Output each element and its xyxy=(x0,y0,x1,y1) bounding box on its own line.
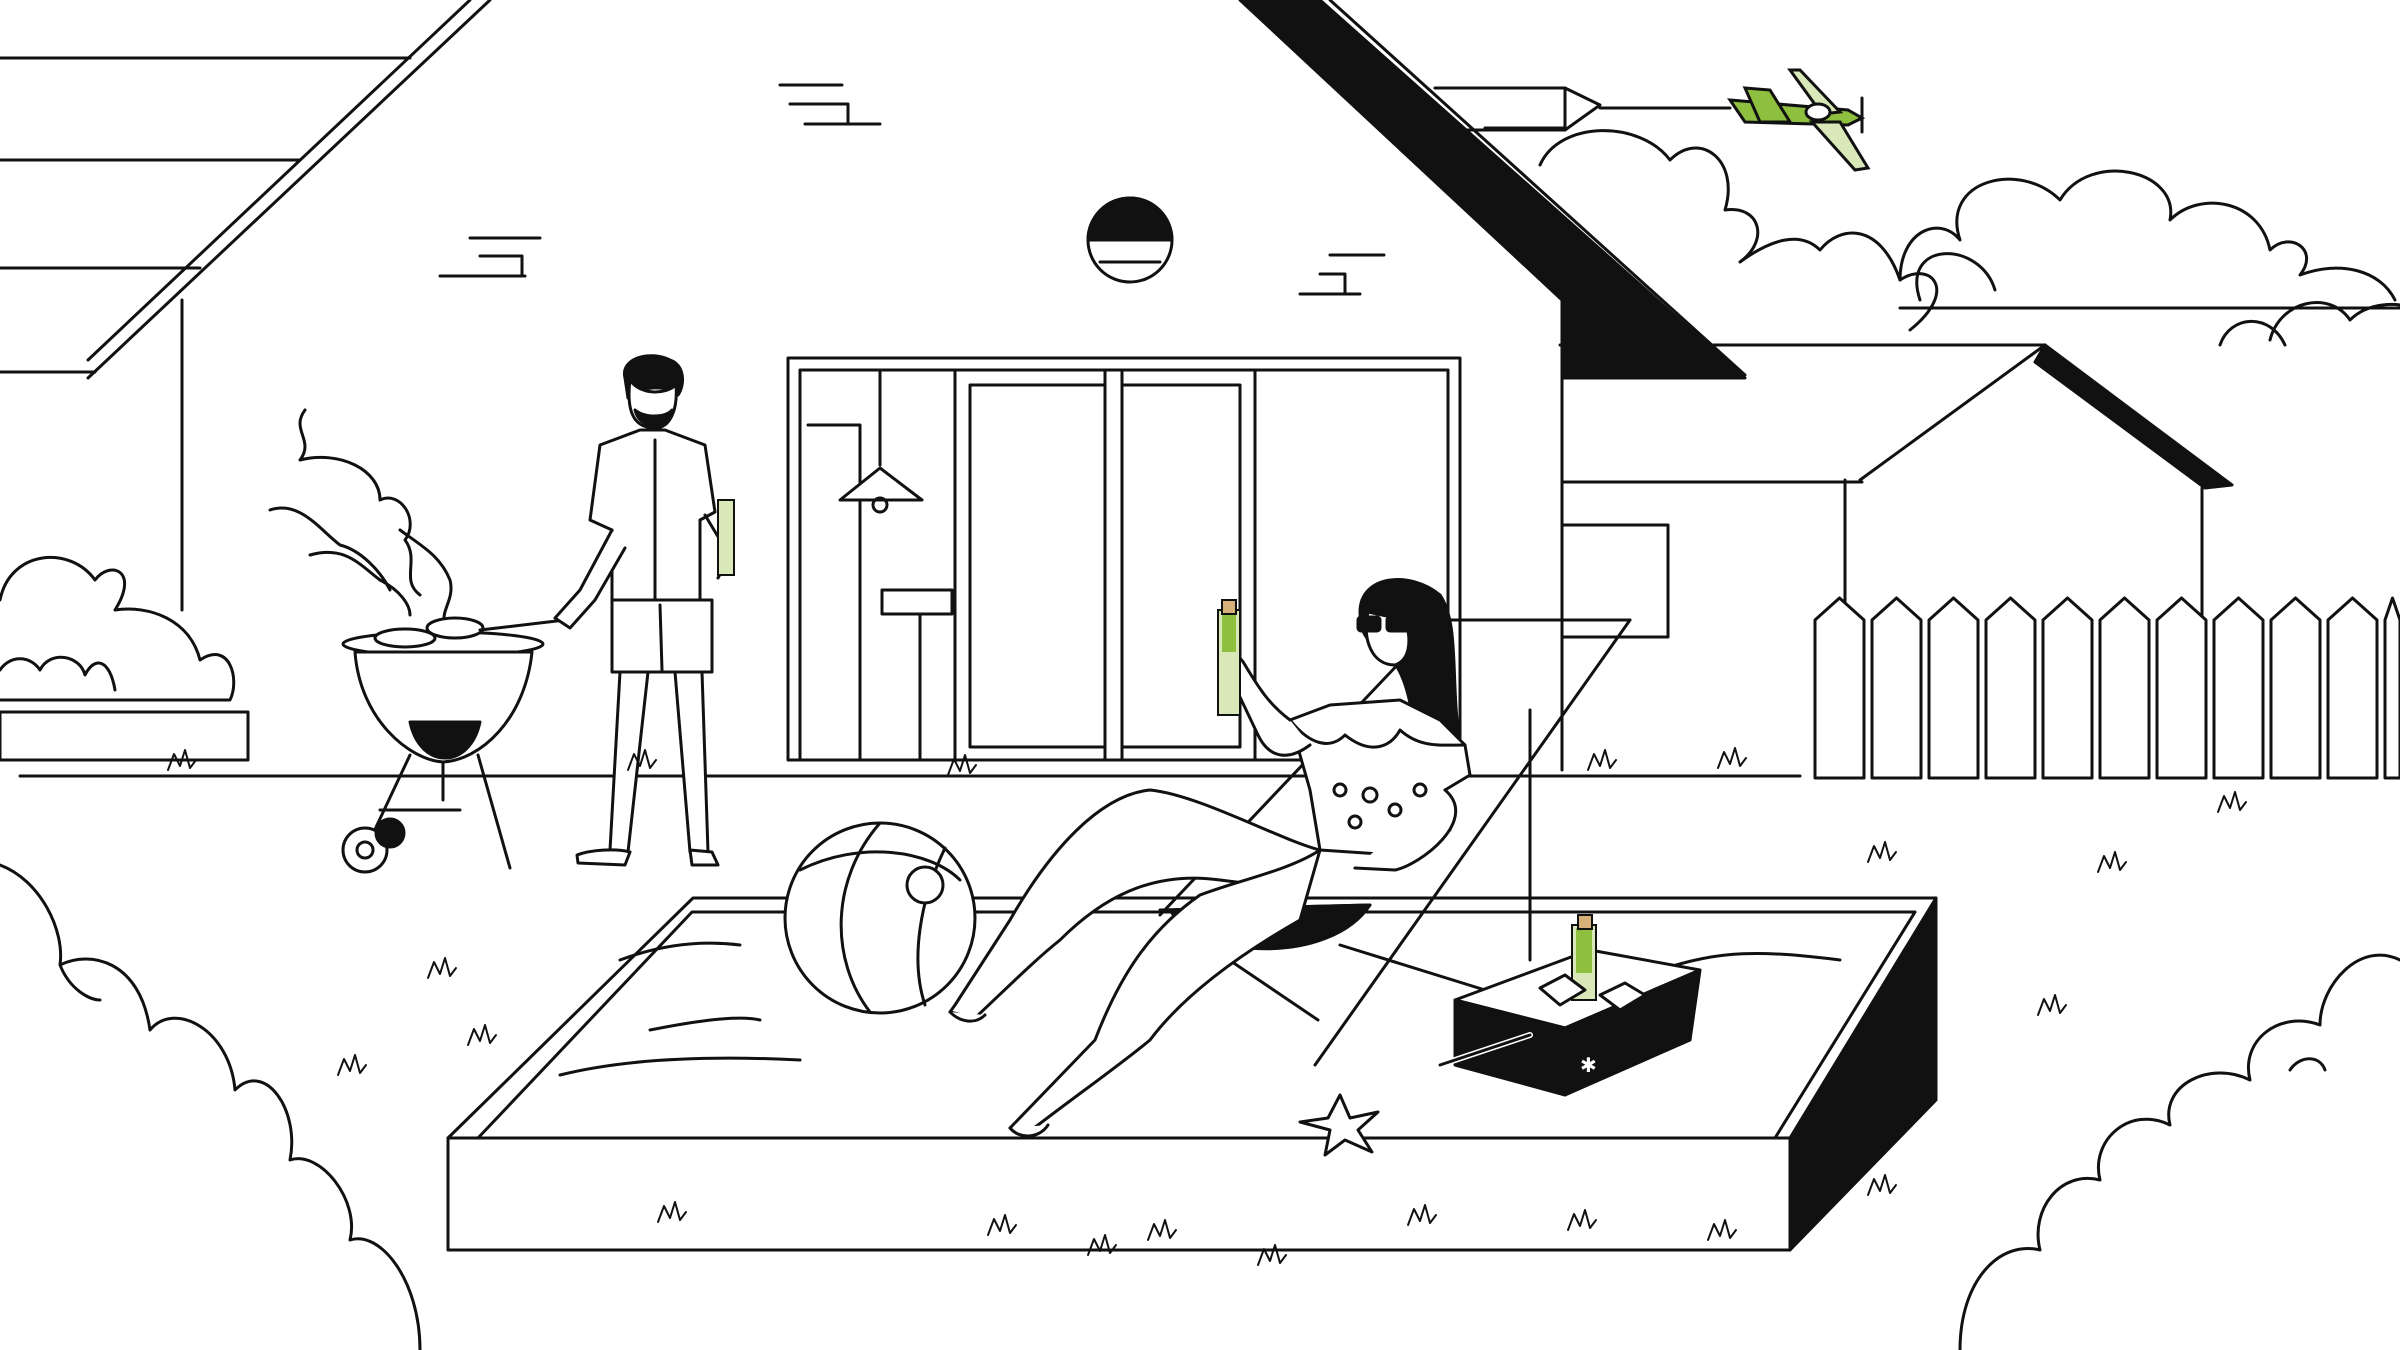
fence-icon xyxy=(1813,596,2400,780)
grass-tuft xyxy=(1867,841,1897,863)
fence-picket xyxy=(2155,596,2208,780)
grass-tufts xyxy=(167,747,2247,1266)
grass-tuft xyxy=(2217,791,2247,813)
fence-picket xyxy=(2098,596,2151,780)
clouds xyxy=(0,129,2400,762)
fence-picket xyxy=(2269,596,2322,780)
grass-tuft xyxy=(1567,1209,1597,1231)
grass-tuft xyxy=(467,1024,497,1046)
fence-picket xyxy=(1870,596,1923,780)
left-house xyxy=(0,56,412,612)
grass-tuft xyxy=(987,1214,1017,1236)
grass-tuft xyxy=(627,749,657,771)
fence-picket xyxy=(1984,596,2037,780)
grass-tuft xyxy=(427,957,457,979)
brick-marks xyxy=(438,83,1386,296)
roof-shadow xyxy=(1238,0,1747,380)
grass-tuft xyxy=(1867,1174,1897,1196)
svg-text:✱: ✱ xyxy=(1580,1053,1597,1077)
grill-icon xyxy=(268,408,567,874)
starfish-icon xyxy=(1298,1093,1380,1157)
fence-picket xyxy=(1813,596,1866,780)
grass-tuft xyxy=(1087,1234,1117,1256)
grass-tuft xyxy=(2037,994,2067,1016)
beach-ball-icon xyxy=(783,821,977,1015)
grass-tuft xyxy=(1147,1219,1177,1241)
cooler-icon: ✱ xyxy=(1437,914,1702,1097)
fence-picket xyxy=(2212,596,2265,780)
grass-tuft xyxy=(2097,851,2127,873)
fence-picket xyxy=(2326,596,2379,780)
fence-picket xyxy=(2383,596,2400,780)
sliding-door xyxy=(786,356,1462,762)
grass-tuft xyxy=(1717,747,1747,769)
round-lamp xyxy=(1086,196,1174,284)
grass-tuft xyxy=(337,1054,367,1076)
grass-tuft xyxy=(167,749,197,771)
grass-tuft xyxy=(1257,1244,1287,1266)
man-grilling xyxy=(553,354,735,867)
airplane-icon xyxy=(1433,68,1871,172)
main-house xyxy=(18,0,1802,778)
grass-tuft xyxy=(657,1201,687,1223)
grass-tuft xyxy=(1407,1204,1437,1226)
fence-picket xyxy=(2041,596,2094,780)
grass-tuft xyxy=(1587,749,1617,771)
grass-tuft xyxy=(1707,1219,1737,1241)
grass-tuft xyxy=(947,754,977,776)
foreground-bushes xyxy=(0,863,2400,1350)
woman-relaxing xyxy=(948,578,1632,1138)
fence-picket xyxy=(1927,596,1980,780)
